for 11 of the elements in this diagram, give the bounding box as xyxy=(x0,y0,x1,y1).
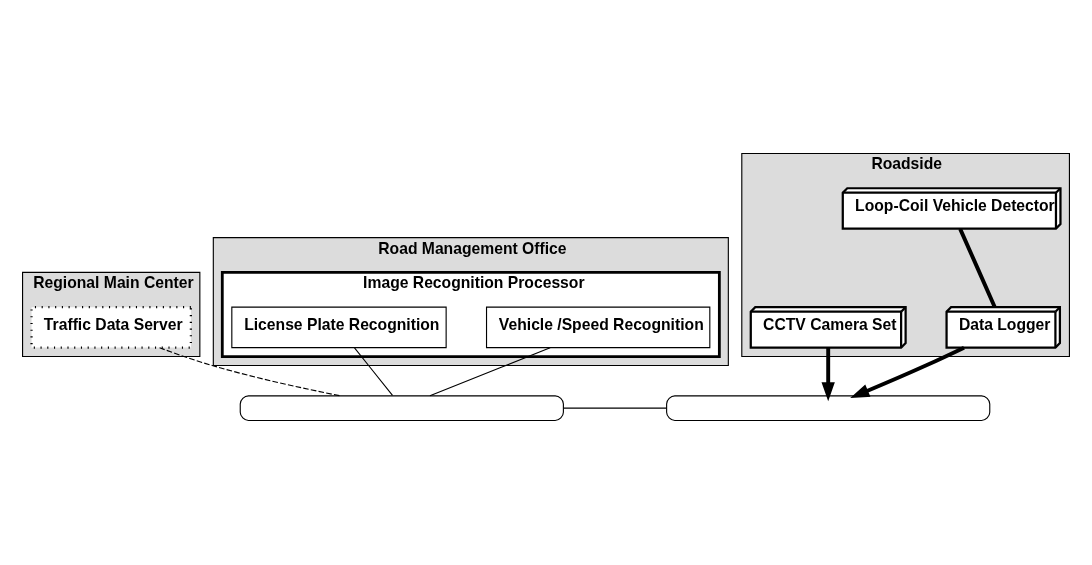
connector xyxy=(353,347,394,396)
node-box: Traffic Data Server xyxy=(30,306,192,349)
node-box: License Plate Recognition xyxy=(231,306,447,349)
node-box: Vehicle /Speed Recognition xyxy=(485,306,711,349)
arrow xyxy=(821,347,835,402)
connector xyxy=(159,347,341,397)
node-box xyxy=(666,395,991,422)
connector xyxy=(563,407,668,409)
node-box xyxy=(239,395,564,422)
connector xyxy=(958,228,997,308)
arrow xyxy=(850,345,965,399)
